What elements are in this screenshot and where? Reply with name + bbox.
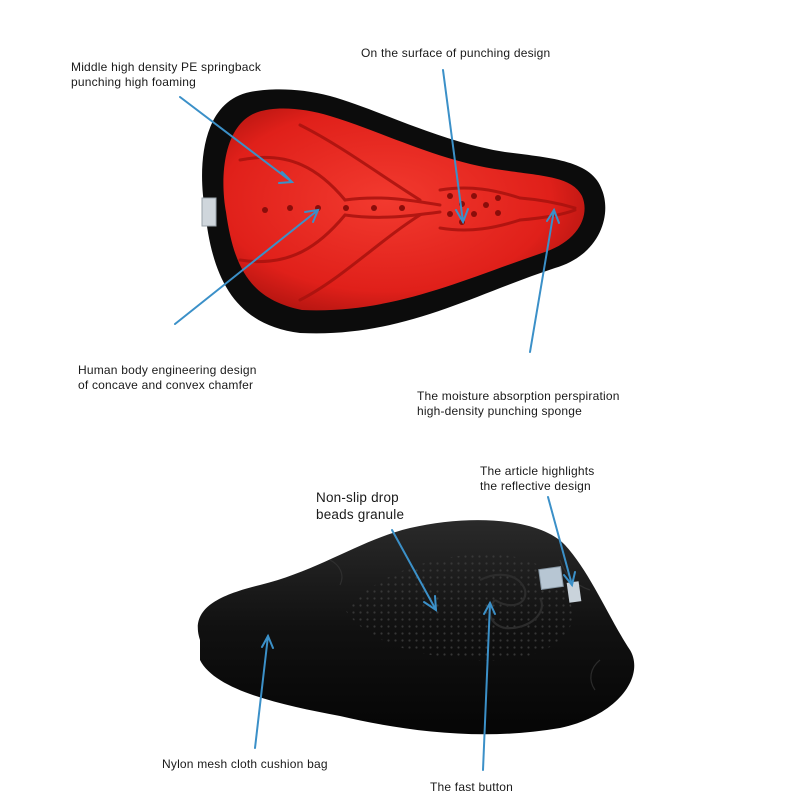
label-fast-button-line1: The fast button xyxy=(430,780,514,794)
arrow-pe-foam xyxy=(179,96,295,184)
label-non-slip-line1: Non-slip drop xyxy=(316,490,399,505)
label-reflective: The article highlights the reflective de… xyxy=(480,464,594,494)
label-fast-button: The fast button xyxy=(430,780,513,795)
label-pe-foam-line1: Middle high density PE springback xyxy=(71,60,262,74)
cover-dotted-panel xyxy=(345,554,573,661)
label-ergonomic-line1: Human body engineering design xyxy=(78,363,257,377)
arrow-reflective xyxy=(547,496,576,588)
arrow-fast-button xyxy=(482,600,496,771)
label-non-slip: Non-slip drop beads granule xyxy=(316,489,404,523)
label-sponge-line1: The moisture absorption perspiration xyxy=(417,389,620,403)
label-nylon: Nylon mesh cloth cushion bag xyxy=(162,757,328,772)
mesh-cover-bottom-view xyxy=(197,520,635,735)
arrow-sponge xyxy=(529,207,560,353)
label-sponge: The moisture absorption perspiration hig… xyxy=(417,389,620,419)
arrow-punching-surface xyxy=(442,69,469,225)
label-reflective-line1: The article highlights xyxy=(480,464,595,478)
label-sponge-line2: high-density punching sponge xyxy=(417,404,583,418)
label-nylon-line1: Nylon mesh cloth cushion bag xyxy=(162,757,328,771)
label-ergonomic-line2: of concave and convex chamfer xyxy=(78,378,254,392)
label-punching-surface-line1: On the surface of punching design xyxy=(361,46,551,60)
reflective-tab-bottom xyxy=(538,566,564,590)
arrow-nylon xyxy=(254,633,274,749)
label-ergonomic: Human body engineering design of concave… xyxy=(78,363,257,393)
reflective-tab-top xyxy=(201,197,217,227)
label-punching-surface: On the surface of punching design xyxy=(361,46,550,61)
label-pe-foam: Middle high density PE springback punchi… xyxy=(71,60,261,90)
arrow-ergonomic xyxy=(174,208,320,325)
label-reflective-line2: the reflective design xyxy=(480,479,591,493)
arrow-non-slip xyxy=(391,529,438,612)
pointer-arrows xyxy=(174,69,576,771)
foam-saddle-top-view xyxy=(201,89,606,334)
label-pe-foam-line2: punching high foaming xyxy=(71,75,196,89)
label-non-slip-line2: beads granule xyxy=(316,507,405,522)
